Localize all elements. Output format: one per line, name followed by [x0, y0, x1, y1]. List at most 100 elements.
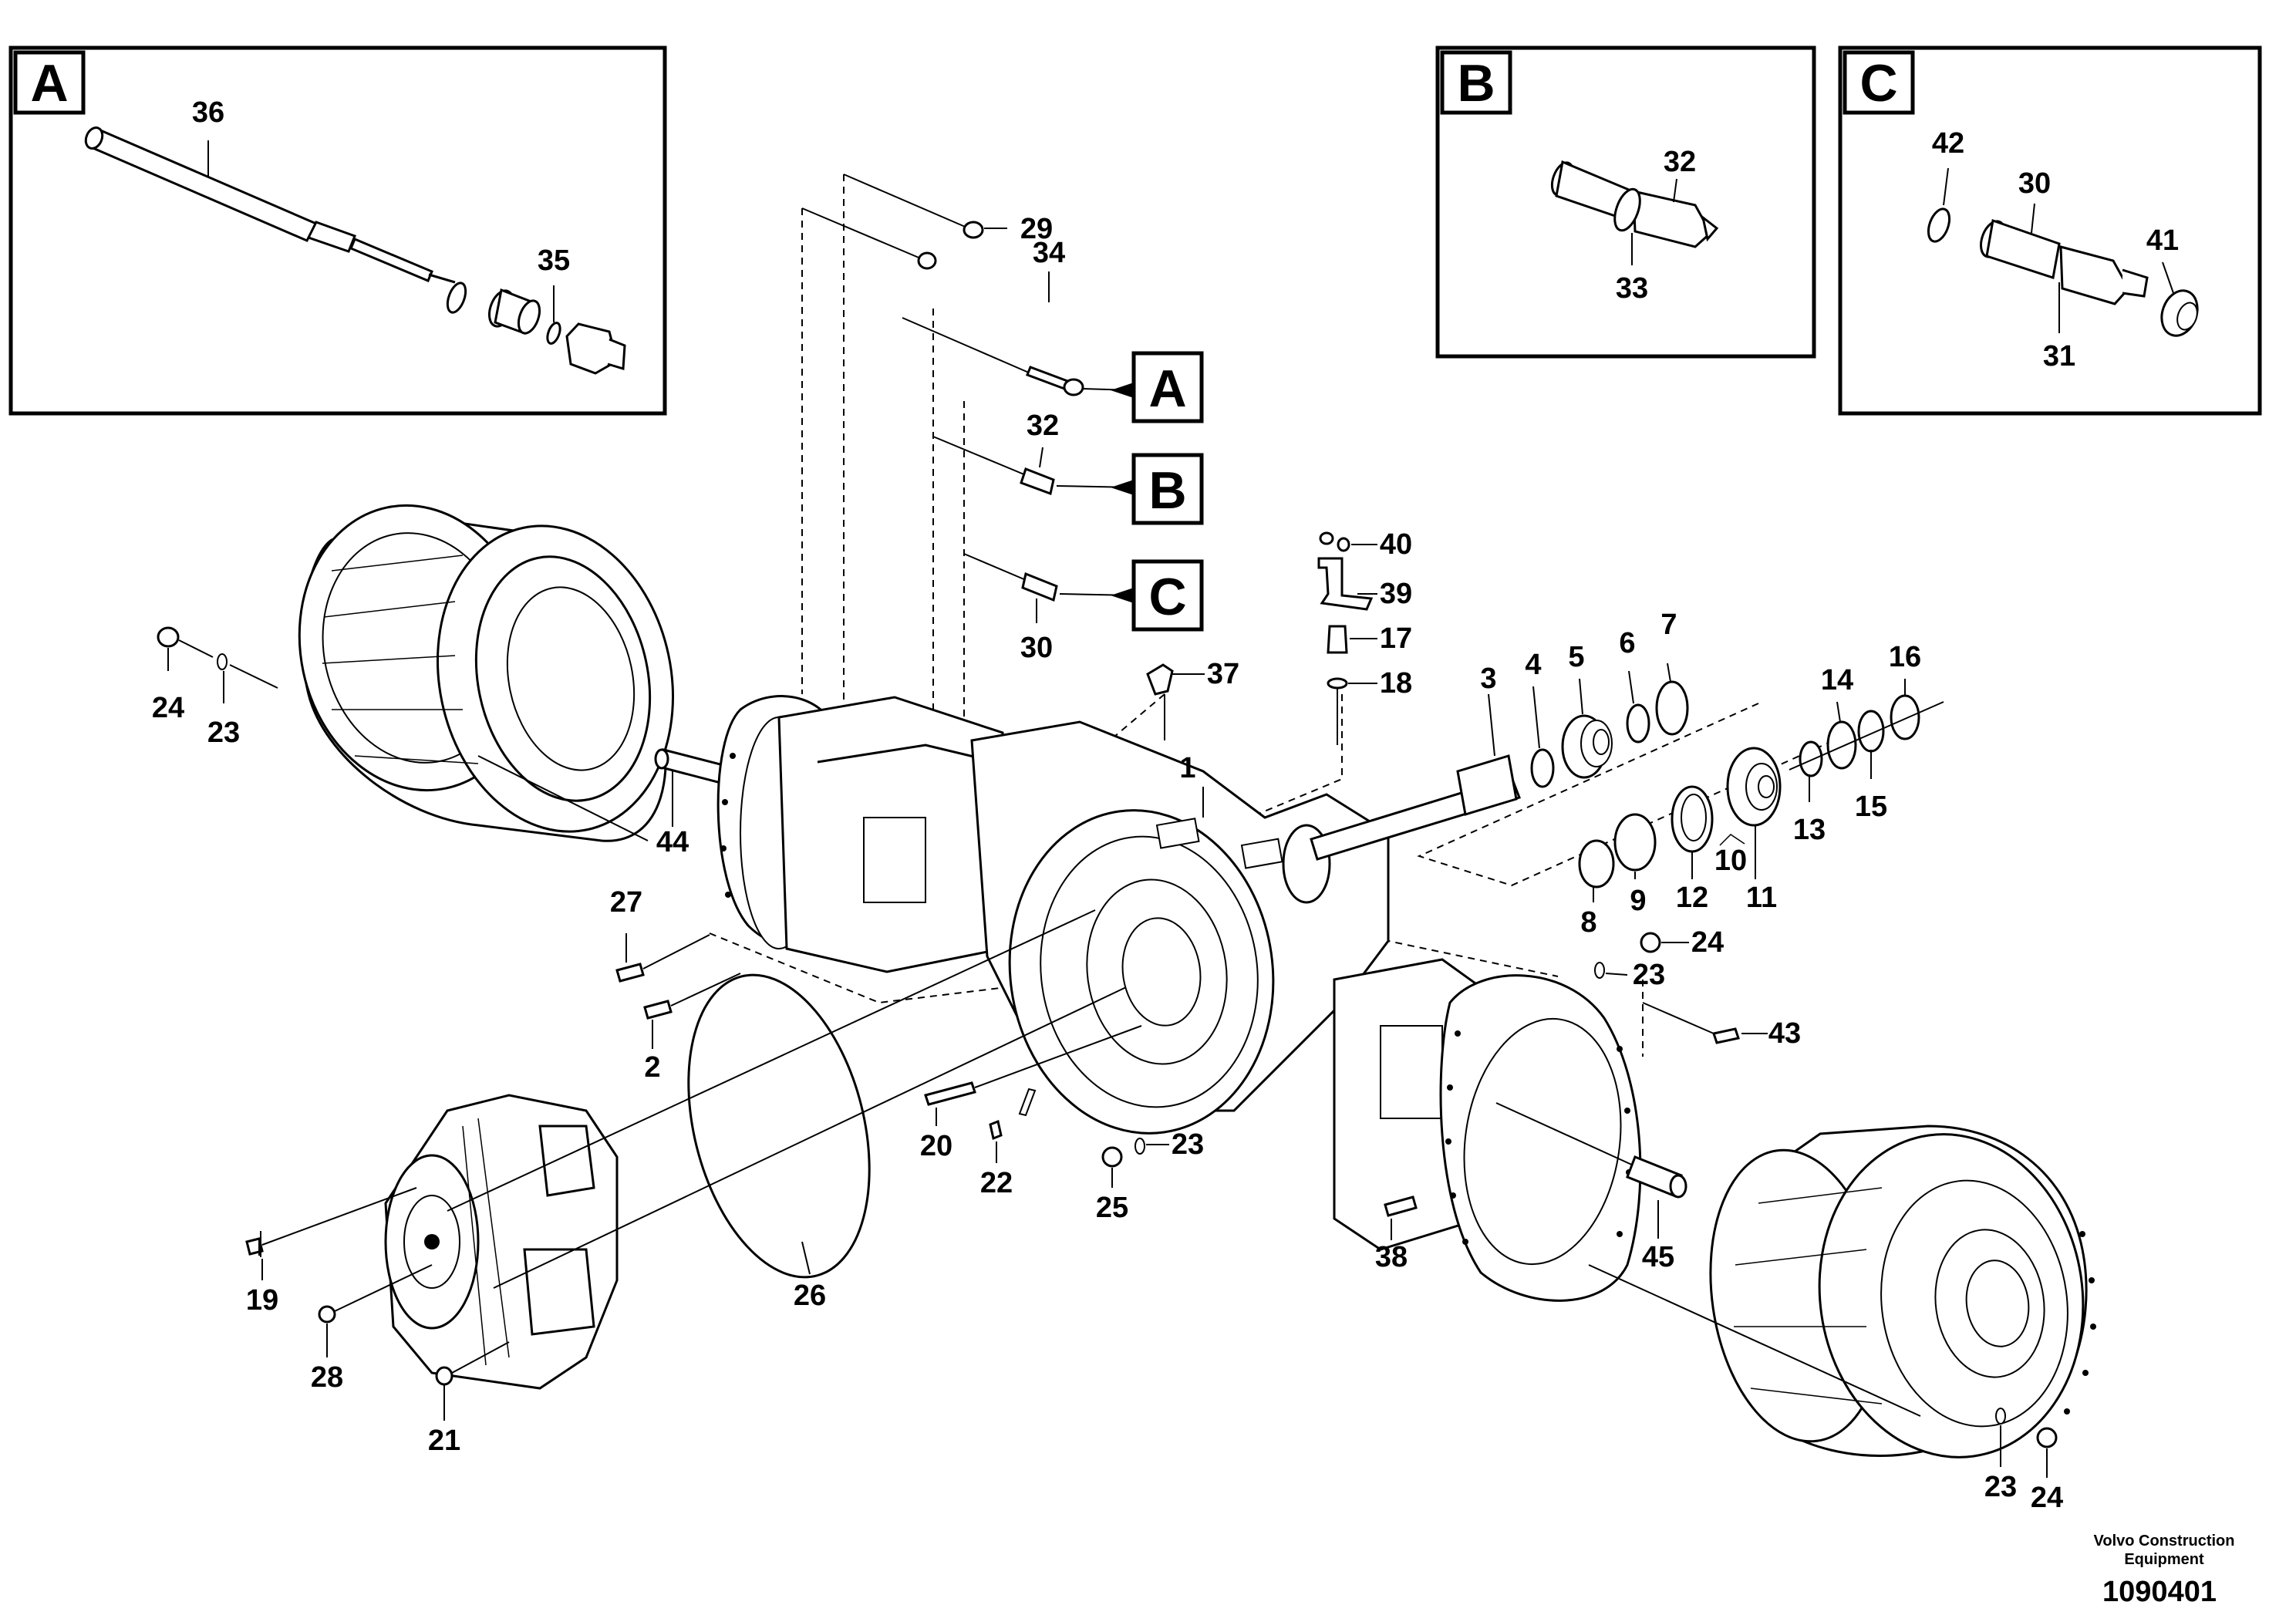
pin-part-22 — [989, 1119, 1003, 1141]
leader-c30 — [2031, 203, 2035, 234]
arrow-c — [1111, 588, 1134, 603]
leader-3 — [1488, 693, 1495, 757]
tube-part-36 — [84, 126, 456, 284]
callout-40: 40 — [1380, 528, 1412, 561]
callout-23b: 23 — [1633, 959, 1665, 991]
nut-part-a — [565, 322, 626, 375]
o-ring-c — [1927, 207, 1951, 243]
leader-6 — [1628, 670, 1634, 704]
callout-b33: 33 — [1616, 272, 1648, 305]
right-wheel-hub — [1709, 1125, 2096, 1458]
fitting-part-30 — [1979, 219, 2149, 305]
callout-23a: 23 — [207, 717, 240, 749]
callout-39: 39 — [1380, 578, 1412, 610]
callout-13: 13 — [1793, 814, 1826, 846]
bolt-part-24b — [1640, 932, 1661, 953]
footer: Volvo Construction Equipment 1090401 — [2094, 1533, 2235, 1608]
washer-part-23d — [1995, 1408, 2006, 1425]
snap-ring-part-8 — [1578, 839, 1615, 889]
arrow-a — [1111, 383, 1134, 398]
shim-part-9 — [1613, 813, 1657, 872]
pin-parts-left — [615, 933, 741, 1049]
leader-b32 — [1673, 178, 1677, 203]
footer-document-number: 1090401 — [2102, 1576, 2217, 1608]
detail-box-a-letter: A — [30, 54, 68, 113]
reference-tag-b-letter: B — [1148, 461, 1186, 520]
ring-part-16 — [1890, 694, 1920, 740]
callout-44: 44 — [656, 826, 689, 858]
fitting-part-30 — [1021, 572, 1058, 602]
sensor-bracket-group — [1317, 531, 1377, 745]
callout-37: 37 — [1207, 658, 1239, 690]
detail-box-b-letter: B — [1457, 54, 1495, 113]
ring-part-7 — [1655, 680, 1689, 736]
fitting-part-32 — [1020, 467, 1055, 496]
callout-30: 30 — [1020, 632, 1053, 664]
leader-5 — [1579, 678, 1583, 715]
ring-part-15 — [1857, 710, 1885, 753]
detail-box-b: B 32 33 — [1435, 46, 1816, 359]
bolt-part-29a — [963, 221, 984, 239]
reference-tag-c — [1131, 559, 1204, 632]
callout-3: 3 — [1480, 663, 1496, 695]
carrier-fasteners — [245, 909, 1127, 1421]
bolt-part-38 — [1384, 1195, 1418, 1240]
flange-part-11 — [1726, 747, 1782, 827]
callout-8: 8 — [1580, 906, 1596, 939]
leader-14 — [1836, 701, 1841, 723]
leader-4 — [1532, 686, 1540, 749]
reference-tag-b — [1131, 453, 1204, 525]
leader-32 — [1039, 447, 1043, 468]
housing-window-right — [1380, 1025, 1443, 1119]
callout-2: 2 — [644, 1051, 660, 1084]
arrow-b — [1111, 480, 1134, 495]
rod-part-34 — [1026, 366, 1069, 390]
reference-tag-c-letter: C — [1148, 568, 1186, 626]
pin-part-43 — [1712, 1027, 1740, 1044]
right-hub-fasteners — [1588, 1264, 2058, 1478]
callout-5: 5 — [1568, 641, 1584, 673]
callout-43: 43 — [1768, 1017, 1801, 1050]
main-callouts: 29 34 32 30 40 39 17 18 37 24 23 44 1 3 … — [152, 213, 2063, 1514]
reference-tags: A B C — [1131, 351, 1204, 632]
callout-12: 12 — [1676, 882, 1708, 914]
fitting-part-34 — [1063, 378, 1084, 396]
callout-27: 27 — [610, 886, 642, 919]
callout-20: 20 — [920, 1130, 952, 1162]
seal-part-13 — [1799, 740, 1823, 777]
callout-6: 6 — [1619, 627, 1635, 659]
callout-28: 28 — [311, 1361, 343, 1394]
reference-tag-a-letter: A — [1148, 359, 1186, 418]
detail-box-a: A 36 35 — [8, 46, 667, 416]
screw-part-40a — [1319, 531, 1334, 545]
bracket-10 — [1719, 834, 1745, 846]
callout-1: 1 — [1179, 752, 1195, 784]
differential-carrier — [384, 1094, 619, 1390]
bolt-part-29b — [917, 251, 937, 270]
callout-21: 21 — [428, 1425, 460, 1457]
pin-part-2 — [643, 1000, 673, 1020]
detail-box-a-tab — [13, 50, 86, 115]
bolt-part-24c — [2036, 1427, 2058, 1448]
callout-7: 7 — [1660, 609, 1677, 641]
nut-part-28 — [318, 1305, 336, 1324]
screw-part-40b — [1337, 537, 1350, 552]
callout-c42: 42 — [1932, 127, 1964, 160]
bolt-part-25 — [1101, 1146, 1123, 1168]
callout-23c: 23 — [1172, 1128, 1204, 1161]
callout-16: 16 — [1889, 641, 1921, 673]
callout-4: 4 — [1525, 649, 1541, 681]
washer-part-23c — [1135, 1138, 1145, 1155]
pin-parts-center — [924, 1025, 1169, 1188]
detail-box-c-tab — [1843, 50, 1915, 115]
callout-45: 45 — [1642, 1241, 1674, 1273]
callout-22: 22 — [980, 1167, 1013, 1199]
callout-b32: 32 — [1664, 146, 1696, 178]
callout-35: 35 — [538, 244, 570, 277]
o-ring-part-18 — [1327, 677, 1348, 690]
cap-part-41 — [2160, 289, 2199, 337]
callout-c30: 30 — [2018, 167, 2051, 200]
right-axle-shaft-45 — [1495, 1102, 1687, 1239]
callout-24a: 24 — [152, 692, 184, 724]
